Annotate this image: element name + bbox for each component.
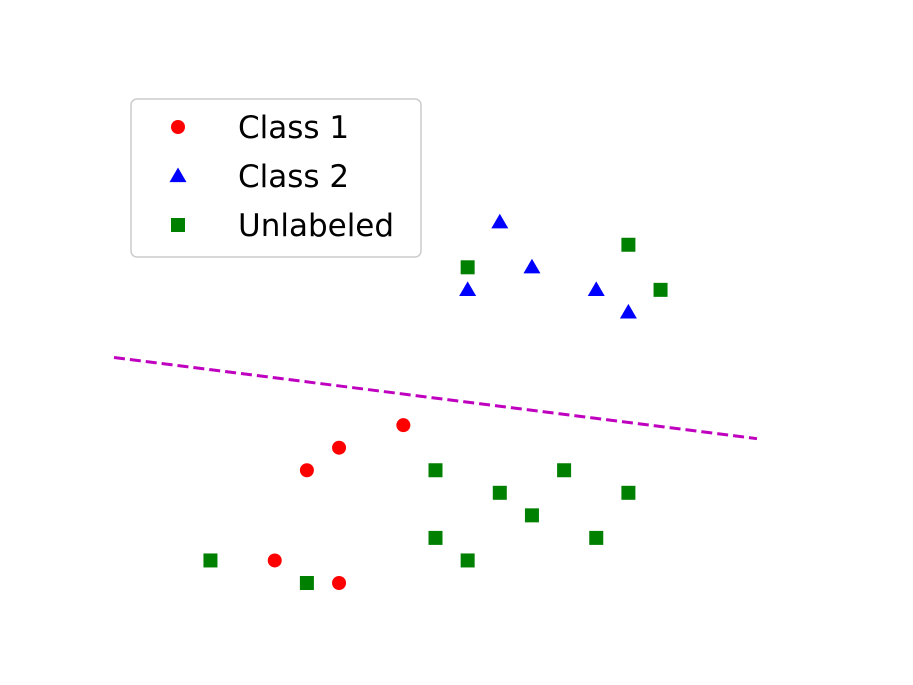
class-2-point	[523, 258, 541, 274]
legend-entry-unlabeled: Unlabeled	[171, 208, 394, 244]
legend-marker-class-1	[171, 120, 185, 134]
unlabeled-point	[524, 508, 539, 523]
legend-label-class-1: Class 1	[238, 110, 349, 146]
unlabeled-point	[428, 530, 443, 545]
unlabeled-point	[428, 463, 443, 478]
legend-marker-class-2	[169, 167, 187, 183]
class-1-point	[299, 463, 314, 478]
class-1-point	[332, 576, 347, 590]
legend-entry-class-2: Class 2	[169, 159, 349, 195]
class-1-point	[332, 440, 347, 455]
legend-entry-class-1: Class 1	[171, 110, 349, 146]
class-2-point	[587, 281, 605, 296]
legend: Class 1 Class 2 Unlabeled	[130, 98, 422, 258]
unlabeled-point	[460, 553, 475, 568]
plot-area	[113, 213, 758, 590]
class-2-point	[459, 281, 477, 296]
unlabeled-point	[589, 530, 604, 545]
class-2-point	[619, 303, 637, 319]
decision-boundary-line	[113, 356, 758, 441]
unlabeled-point	[203, 553, 218, 568]
unlabeled-point	[621, 485, 636, 500]
class-1-point	[267, 553, 282, 568]
unlabeled-point	[653, 282, 668, 297]
unlabeled-point	[299, 576, 314, 590]
unlabeled-point	[492, 485, 507, 500]
class-2-point	[491, 213, 509, 229]
unlabeled-point	[621, 237, 636, 252]
legend-label-unlabeled: Unlabeled	[238, 208, 394, 244]
class-1-point	[396, 418, 411, 433]
legend-marker-unlabeled	[171, 218, 185, 232]
legend-label-class-2: Class 2	[238, 159, 349, 195]
unlabeled-point	[557, 463, 572, 478]
unlabeled-point	[460, 260, 475, 275]
legend-box	[130, 98, 422, 258]
